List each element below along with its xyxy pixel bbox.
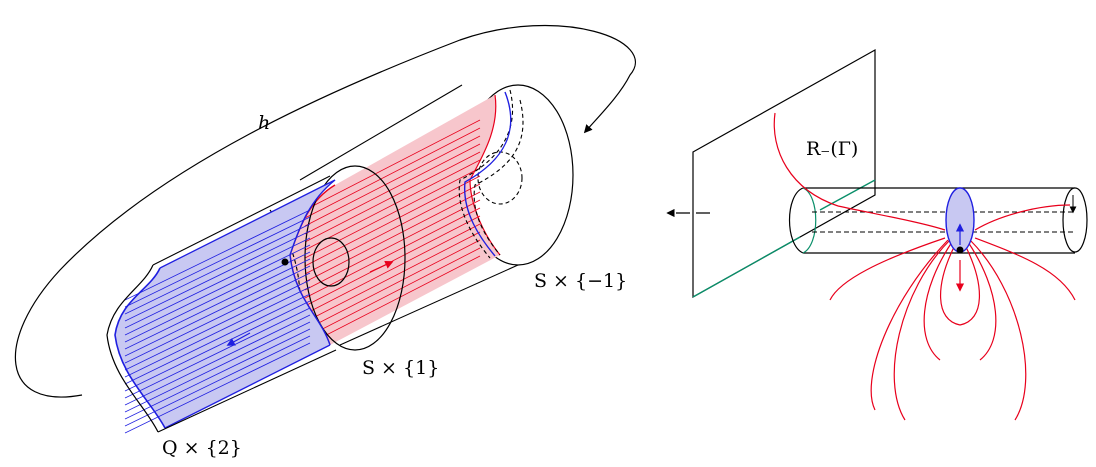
hatch-line xyxy=(124,223,311,315)
hatch-line xyxy=(124,286,311,378)
label-s-minus1: S × {−1} xyxy=(534,270,628,292)
hatch-line xyxy=(304,167,481,259)
hatch-line xyxy=(124,244,311,336)
label-h: h xyxy=(258,112,271,134)
right-figure xyxy=(666,48,1088,421)
hatch-line xyxy=(304,183,481,275)
hatch-line xyxy=(304,191,481,283)
field-line xyxy=(923,241,953,361)
hatch-line xyxy=(124,342,311,434)
hatch-line xyxy=(124,230,311,322)
disk-dot xyxy=(956,246,964,254)
hatch-line xyxy=(124,209,311,301)
hatch-line xyxy=(304,119,481,211)
back-blue-curve xyxy=(464,91,512,257)
hatch-line xyxy=(304,231,481,323)
hatch-line xyxy=(124,321,311,413)
plane-green-edge xyxy=(692,236,801,298)
hatch-line xyxy=(304,143,481,235)
red-field-lines xyxy=(773,112,1076,421)
blue-slab xyxy=(106,175,337,434)
hatch-line xyxy=(304,207,481,299)
hatch-line xyxy=(124,293,311,385)
field-line xyxy=(939,244,961,326)
hatch-line xyxy=(304,223,481,315)
field-line xyxy=(974,237,1076,301)
hatch-line xyxy=(304,255,481,347)
red-sheet xyxy=(289,94,501,347)
field-line xyxy=(893,239,951,421)
hatch-line xyxy=(304,127,481,219)
hatch-line xyxy=(304,239,481,331)
plane xyxy=(692,48,876,299)
label-s-plus1: S × {1} xyxy=(362,357,440,379)
hatch-line xyxy=(304,247,481,339)
hatch-line xyxy=(124,216,311,308)
left-figure xyxy=(14,24,636,434)
field-line xyxy=(870,239,949,411)
hatch-line xyxy=(124,300,311,392)
hatch-line xyxy=(124,251,311,343)
hatch-line xyxy=(304,199,481,291)
hatch-line xyxy=(124,328,311,420)
label-q-times2: Q × {2} xyxy=(162,437,242,459)
hatch-line xyxy=(124,307,311,399)
label-r-minus-gamma: R₋(Γ) xyxy=(806,138,859,160)
field-line xyxy=(969,239,1027,421)
hatch-line xyxy=(124,335,311,427)
hatch-line xyxy=(124,279,311,371)
field-line xyxy=(829,237,946,301)
junction-dot xyxy=(281,258,289,266)
middle-disk xyxy=(304,165,406,351)
hatch-line xyxy=(304,135,481,227)
h-loop-curve xyxy=(14,24,636,398)
tube xyxy=(788,187,1088,254)
field-line xyxy=(967,241,997,361)
hatch-line xyxy=(304,159,481,251)
hatch-line xyxy=(124,265,311,357)
hatch-line xyxy=(304,175,481,267)
field-line xyxy=(959,244,981,326)
hatch-line xyxy=(124,272,311,364)
hatch-line xyxy=(124,258,311,350)
hatch-line xyxy=(124,314,311,406)
hatch-line xyxy=(124,237,311,329)
